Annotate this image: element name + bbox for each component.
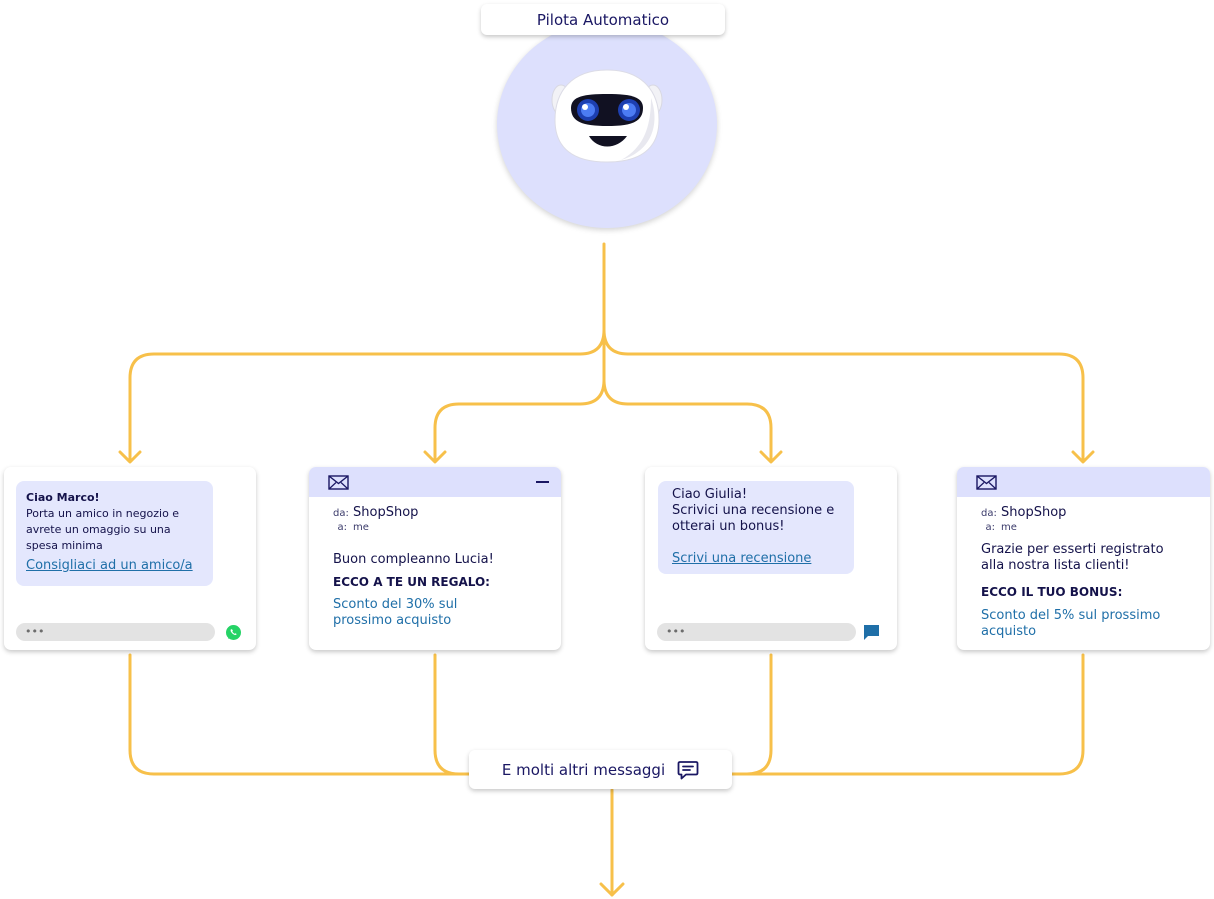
from-label: da: [981, 508, 997, 519]
arrowhead-4 [1071, 450, 1095, 464]
robot-icon [551, 69, 663, 163]
recipient-name: me [353, 522, 369, 533]
message-bubble: Ciao Giulia! Scrivici una recensione e o… [658, 481, 854, 574]
refer-friend-link[interactable]: Consigliaci ad un amico/a [26, 558, 193, 573]
more-messages-label: E molti altri messaggi [501, 760, 666, 779]
typing-dots: ••• [666, 625, 686, 638]
typing-dots: ••• [25, 625, 45, 638]
sender-name: ShopShop [1001, 505, 1067, 520]
connector-branch-1 [128, 328, 606, 462]
arrowhead-3 [759, 450, 783, 464]
message-input-bar[interactable]: ••• [16, 623, 215, 641]
connector-merge-1 [128, 653, 482, 776]
connector-branch-4 [602, 328, 1085, 462]
email-headline: ECCO A TE UN REGALO: [333, 575, 490, 589]
message-greeting: Ciao Giulia! [672, 487, 748, 502]
to-label: a: [337, 522, 348, 533]
message-greeting: Ciao Marco! [26, 491, 100, 504]
whatsapp-message-card: Ciao Marco! Porta un amico in negozio e … [4, 467, 256, 650]
email-body: Grazie per esserti registrato alla nostr… [981, 542, 1196, 640]
chat-bubble-icon [864, 625, 879, 640]
from-label: da: [333, 508, 349, 519]
message-text: Scrivici una recensione e otterai un bon… [672, 503, 835, 534]
email-header [957, 467, 1210, 497]
connector-merge-4 [718, 653, 1085, 776]
message-text: Porta un amico in negozio e avrete un om… [26, 507, 180, 552]
envelope-icon [328, 475, 349, 490]
email-headline: ECCO IL TUO BONUS: [981, 585, 1123, 599]
more-messages-pill: E molti altri messaggi [469, 750, 732, 789]
whatsapp-icon [226, 625, 241, 640]
email-meta: da: ShopShop a: me [333, 504, 418, 534]
email-intro: Grazie per esserti registrato alla nostr… [981, 542, 1164, 573]
email-offer: Sconto del 30% sul prossimo acquisto [333, 597, 458, 628]
sms-message-card: Ciao Giulia! Scrivici una recensione e o… [645, 467, 897, 650]
connector-branch-3 [602, 378, 773, 462]
connector-merge-2 [433, 653, 482, 776]
autopilot-title: Pilota Automatico [481, 4, 725, 35]
email-offer: Sconto del 5% sul prossimo acquisto [981, 608, 1161, 639]
birthday-email-card: da: ShopShop a: me Buon compleanno Lucia… [309, 467, 561, 650]
email-header [309, 467, 561, 497]
message-input-bar[interactable]: ••• [657, 623, 856, 641]
sender-name: ShopShop [353, 505, 419, 520]
minimize-icon[interactable] [536, 481, 549, 483]
autopilot-title-text: Pilota Automatico [536, 10, 670, 29]
arrowhead-output [599, 882, 625, 897]
welcome-email-card: da: ShopShop a: me Grazie per esserti re… [957, 467, 1210, 650]
to-label: a: [985, 522, 996, 533]
arrowhead-2 [423, 450, 447, 464]
recipient-name: me [1001, 522, 1017, 533]
message-bubble: Ciao Marco! Porta un amico in negozio e … [16, 481, 213, 586]
write-review-link[interactable]: Scrivi una recensione [672, 551, 812, 566]
email-intro: Buon compleanno Lucia! [333, 552, 494, 567]
message-icon [677, 760, 699, 779]
email-body: Buon compleanno Lucia! ECCO A TE UN REGA… [333, 552, 548, 629]
connector-branch-2 [433, 328, 606, 462]
envelope-icon [976, 475, 997, 490]
email-meta: da: ShopShop a: me [981, 504, 1066, 534]
arrowhead-1 [118, 450, 142, 464]
